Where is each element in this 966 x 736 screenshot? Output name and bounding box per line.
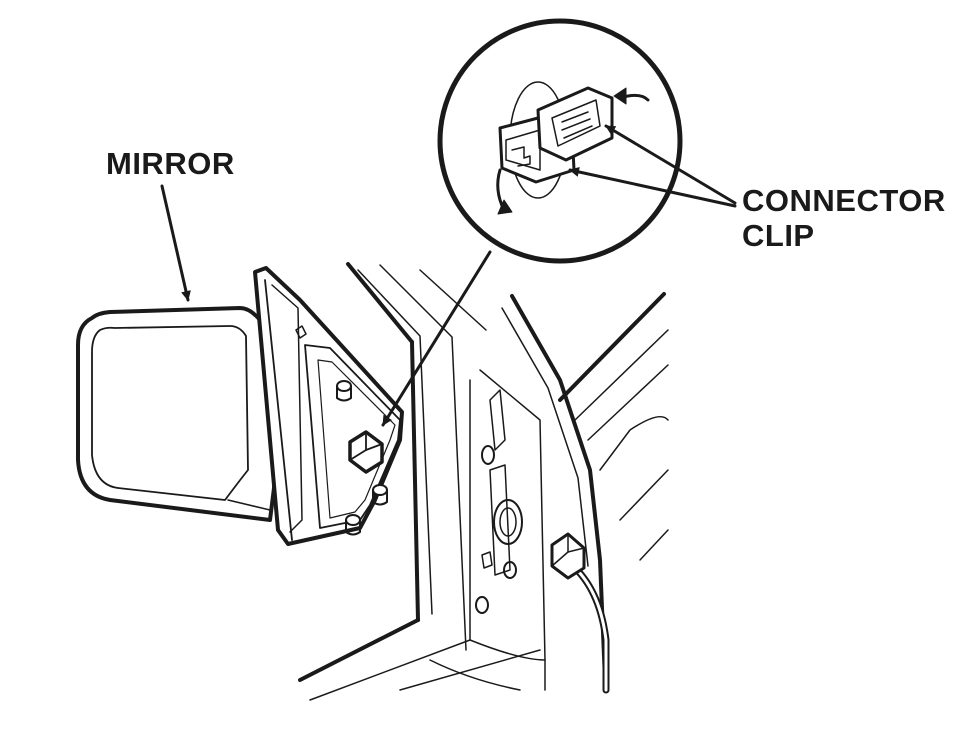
mirror-label: MIRROR (106, 146, 235, 181)
mirror-assembly (76, 266, 404, 546)
connector-detail-callout (437, 18, 683, 264)
connector-label: CONNECTOR (742, 183, 946, 218)
leader-arrows (160, 124, 737, 427)
door-wire-harness (550, 532, 610, 694)
clip-label: CLIP (742, 218, 815, 253)
door-panel (298, 262, 669, 701)
